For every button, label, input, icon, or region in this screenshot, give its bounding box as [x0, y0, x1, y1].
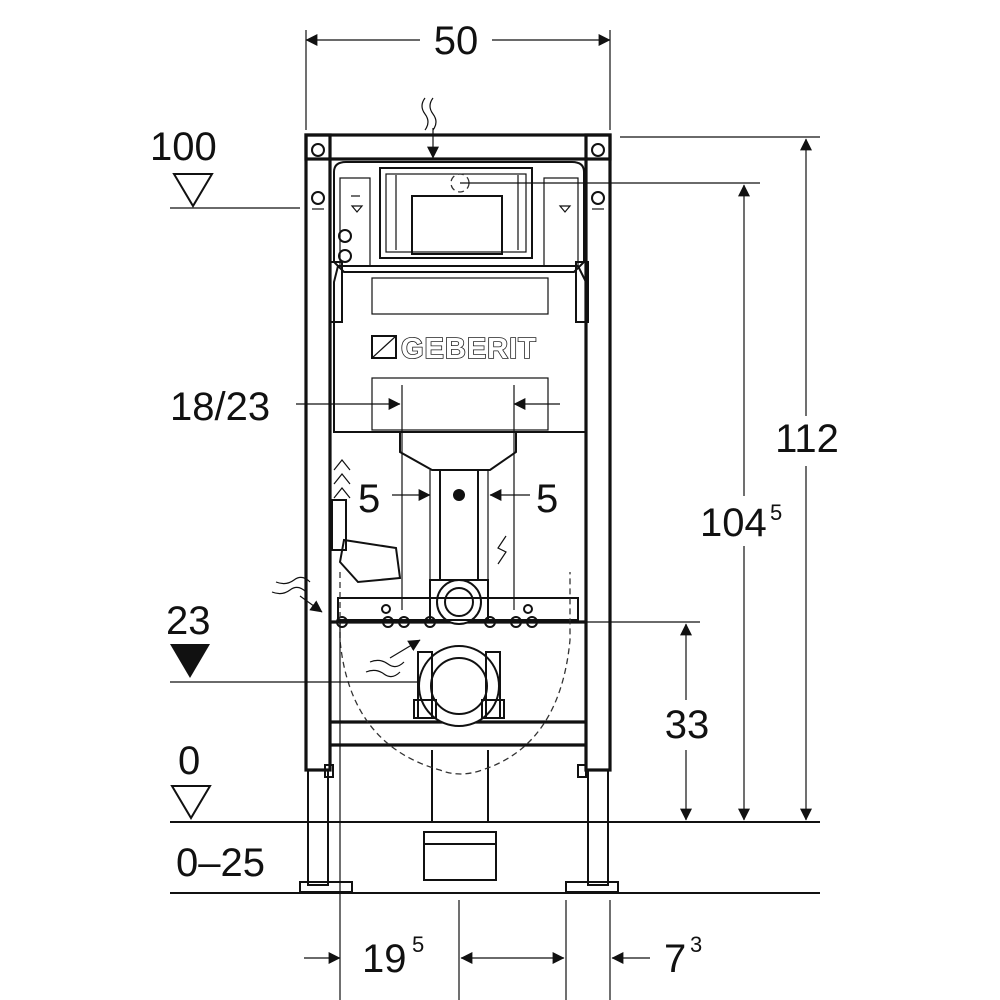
- dim-height-drain: 33: [665, 703, 710, 747]
- level-markers: 100 23 0 0–25: [150, 125, 421, 885]
- frame-right-foot: [565, 881, 619, 893]
- dim-height-flush-sup: 5: [770, 500, 782, 525]
- dim-bottom-left: 19: [362, 937, 407, 981]
- drain-cap: [423, 831, 497, 881]
- frame-top-rail: [304, 133, 612, 161]
- mount-hole-icon: [591, 191, 605, 205]
- dim-height-flush: 104: [700, 501, 767, 545]
- mount-hole-icon: [591, 143, 605, 157]
- pipe-center-dot: [453, 489, 465, 501]
- dim-bottom-left-sup: 5: [412, 932, 424, 957]
- logo-mark-icon: [371, 335, 397, 359]
- level-supply-label: 23: [166, 599, 211, 643]
- cistern: GEBERIT: [329, 161, 589, 471]
- frame: [299, 133, 619, 893]
- frame-left-foot-tube: [307, 769, 329, 886]
- dim-pipe-offset-right: 5: [536, 477, 558, 521]
- mount-hole-icon: [311, 191, 325, 205]
- dim-bottom-right-sup: 3: [690, 932, 702, 957]
- cistern-panel: [371, 277, 549, 315]
- pipework: [271, 97, 579, 881]
- mount-hole-icon: [311, 143, 325, 157]
- water-flow-icon: [421, 97, 437, 131]
- dimensions: 50 112 104 5 33 18/23 5 5 19 5: [170, 19, 840, 1000]
- frame-right-foot-tube: [587, 769, 609, 886]
- flush-pipe: [439, 469, 479, 581]
- dim-bowl-spacing: 18/23: [170, 385, 270, 429]
- dim-pipe-offset-left: 5: [358, 477, 380, 521]
- dim-height-total: 112: [775, 417, 839, 461]
- level-open-triangle-icon: [170, 785, 212, 820]
- reference-lines: [170, 136, 820, 894]
- pan-outline: [339, 572, 571, 775]
- flush-actuator-opening: [411, 195, 503, 255]
- brand-logo: GEBERIT: [401, 333, 537, 365]
- level-filled-triangle-icon: [170, 644, 210, 678]
- dim-top-width: 50: [434, 19, 479, 63]
- frame-right-post: [584, 133, 612, 772]
- flush-plate-frame: [379, 167, 533, 259]
- frame-left-post: [304, 133, 332, 772]
- dim-bottom-right: 7: [664, 937, 686, 981]
- level-floor-range-label: 0–25: [176, 841, 265, 885]
- level-top-label: 100: [150, 125, 217, 169]
- level-floor-label: 0: [178, 739, 200, 783]
- level-open-triangle-icon: [172, 173, 214, 208]
